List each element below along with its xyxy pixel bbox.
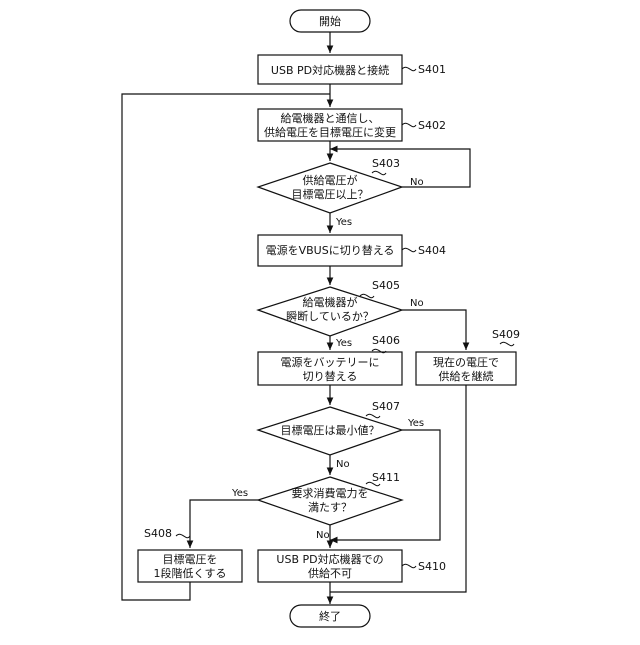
start-terminal: 開始 — [290, 10, 370, 32]
s408-line-1: 目標電圧を — [163, 552, 218, 566]
decision-s411: 要求消費電力を 満たす？ — [258, 477, 402, 525]
s407-no-label: No — [336, 459, 350, 470]
s407-code: S407 — [372, 400, 400, 413]
s410-line-1: USB PD対応機器での — [276, 552, 383, 566]
end-terminal: 終了 — [290, 605, 370, 627]
s405-no-label: No — [410, 298, 424, 309]
s401-line-1: USB PD対応機器と接続 — [271, 63, 389, 77]
edge-s411-yes-s408 — [190, 500, 258, 548]
s403-line-1: 供給電圧が — [303, 173, 358, 187]
s408-leader — [176, 534, 190, 537]
s409-line-1: 現在の電圧で — [433, 356, 499, 369]
s401-code: S401 — [418, 63, 446, 76]
s405-code: S405 — [372, 279, 400, 292]
s401-leader — [402, 67, 416, 70]
s404-leader — [402, 248, 416, 251]
step-s406: 電源をバッテリーに 切り替える — [258, 352, 402, 385]
s408-code: S408 — [144, 527, 172, 540]
s403-no-label: No — [410, 177, 424, 188]
step-s404: 電源をVBUSに切り替える — [258, 235, 402, 266]
step-s408: 目標電圧を 1段階低くする — [138, 550, 242, 582]
s409-leader — [500, 342, 514, 345]
s405-line-2: 瞬断しているか？ — [286, 309, 374, 323]
step-s401: USB PD対応機器と接続 — [258, 55, 402, 84]
s403-leader — [372, 171, 386, 174]
decision-s403: 供給電圧が 目標電圧以上？ — [258, 163, 402, 213]
edge-s408-loop-s402 — [122, 94, 330, 600]
decision-s407: 目標電圧は最小値？ — [258, 407, 402, 455]
s411-line-2: 満たす？ — [308, 501, 352, 514]
step-s402: 給電機器と通信し、 供給電圧を目標電圧に変更 — [258, 109, 402, 141]
s406-line-2: 切り替える — [303, 369, 358, 383]
s403-line-2: 目標電圧以上？ — [292, 187, 369, 201]
s405-line-1: 給電機器が — [303, 295, 358, 309]
s404-line-1: 電源をVBUSに切り替える — [266, 243, 395, 257]
s409-code: S409 — [492, 328, 520, 341]
step-s410: USB PD対応機器での 供給不可 — [258, 550, 402, 582]
s411-yes-label: Yes — [231, 488, 248, 499]
edge-s405-no-s409 — [402, 310, 466, 350]
s407-yes-label: Yes — [407, 418, 424, 429]
end-label: 終了 — [319, 609, 341, 623]
s410-leader — [402, 564, 416, 567]
s403-code: S403 — [372, 157, 400, 170]
s405-yes-label: Yes — [335, 338, 352, 349]
s411-line-1: 要求消費電力を — [292, 486, 369, 500]
s402-code: S402 — [418, 119, 446, 132]
s411-code: S411 — [372, 471, 400, 484]
s408-line-2: 1段階低くする — [154, 566, 227, 580]
s411-no-label: No — [316, 530, 330, 541]
s404-code: S404 — [418, 244, 446, 257]
step-s409: 現在の電圧で 供給を継続 — [416, 352, 516, 385]
s409-line-2: 供給を継続 — [439, 369, 494, 383]
s407-leader — [366, 414, 380, 417]
s403-yes-label: Yes — [335, 217, 352, 228]
s402-leader — [402, 123, 416, 126]
s410-code: S410 — [418, 560, 446, 573]
s406-code: S406 — [372, 334, 400, 347]
s402-line-2: 供給電圧を目標電圧に変更 — [264, 125, 396, 139]
s402-line-1: 給電機器と通信し、 — [281, 111, 380, 125]
decision-s405: 給電機器が 瞬断しているか？ — [258, 287, 402, 336]
s410-line-2: 供給不可 — [308, 566, 352, 580]
start-label: 開始 — [319, 14, 341, 28]
s407-line-1: 目標電圧は最小値？ — [281, 423, 380, 437]
s406-line-1: 電源をバッテリーに — [281, 355, 380, 369]
